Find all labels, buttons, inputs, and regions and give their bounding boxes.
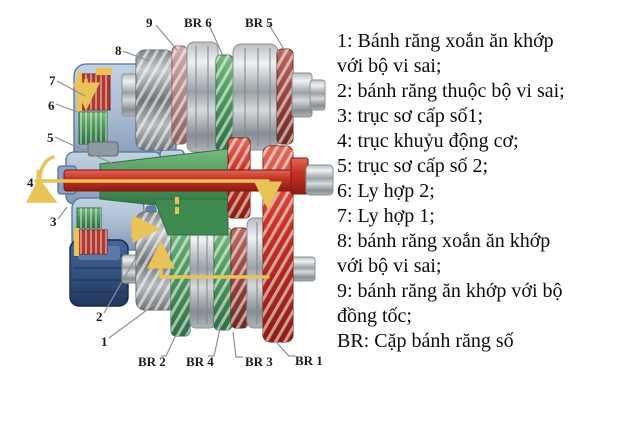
gear-br6 — [215, 54, 234, 152]
legend-line-1: 1: Bánh răng xoắn ăn khớp — [337, 30, 554, 52]
part-labels: 9 BR 6 BR 5 8 7 6 5 4 3 2 1 BR 2 BR 4 BR… — [27, 15, 323, 369]
legend-line-5: 4: trục khuỷu động cơ; — [337, 130, 519, 152]
clutch-2-discs — [78, 111, 108, 145]
part-label-7: 7 — [49, 73, 56, 88]
gear-br4 — [213, 227, 233, 331]
part-label-2: 2 — [96, 309, 103, 324]
upper-gear-train — [121, 41, 326, 153]
part-label-br5: BR 5 — [245, 15, 273, 30]
part-label-6: 6 — [48, 98, 55, 113]
legend-line-6: 5: trục sơ cấp số 2; — [337, 155, 489, 177]
legend-line-10: với bộ vi sai; — [337, 255, 442, 277]
gear-8 — [135, 49, 175, 151]
legend-line-4: 3: trục sơ cấp số1; — [337, 105, 484, 127]
part-label-br1: BR 1 — [295, 353, 323, 368]
counter-flow-arrow — [147, 240, 270, 279]
clutch-actuator — [87, 141, 119, 157]
legend-line-13: BR: Cặp bánh răng số — [337, 330, 514, 352]
clutch-lower-discs — [74, 207, 108, 256]
gear-br5 — [276, 48, 294, 145]
part-label-br4: BR 4 — [186, 354, 214, 369]
part-label-3: 3 — [50, 214, 57, 229]
part-label-br3: BR 3 — [245, 354, 273, 369]
clutch-1-discs — [77, 68, 112, 112]
legend-line-3: 2: bánh răng thuộc bộ vi sai; — [337, 80, 565, 102]
power-flow-arrows — [26, 78, 282, 279]
gear-9 — [171, 45, 188, 145]
legend-line-8: 7: Ly hợp 1; — [337, 205, 435, 227]
main-flow-arrow — [62, 179, 282, 210]
synchro-hub-bottom-left — [189, 219, 217, 329]
part-label-br6: BR 6 — [184, 15, 212, 30]
part-label-9: 9 — [146, 15, 153, 30]
legend-line-11: 9: bánh răng ăn khớp với bộ — [337, 280, 563, 302]
part-label-8: 8 — [115, 43, 122, 58]
engine-rotation-arrow — [26, 155, 58, 203]
legend: 1: Bánh răng xoắn ăn khớp với bộ vi sai;… — [337, 29, 637, 354]
part-label-4: 4 — [27, 175, 34, 190]
legend-line-2: với bộ vi sai; — [337, 55, 442, 77]
legend-line-7: 6: Ly hợp 2; — [337, 180, 435, 202]
part-label-br2: BR 2 — [138, 354, 166, 369]
legend-line-12: đồng tốc; — [337, 305, 412, 327]
synchro-hub-top-right — [232, 43, 279, 151]
legend-line-9: 8: bánh răng xoắn ăn khớp — [337, 230, 551, 252]
leader-lines — [54, 22, 295, 358]
part-label-5: 5 — [47, 130, 54, 145]
synchro-hub-top-left — [186, 41, 219, 153]
part-label-1: 1 — [101, 334, 108, 349]
